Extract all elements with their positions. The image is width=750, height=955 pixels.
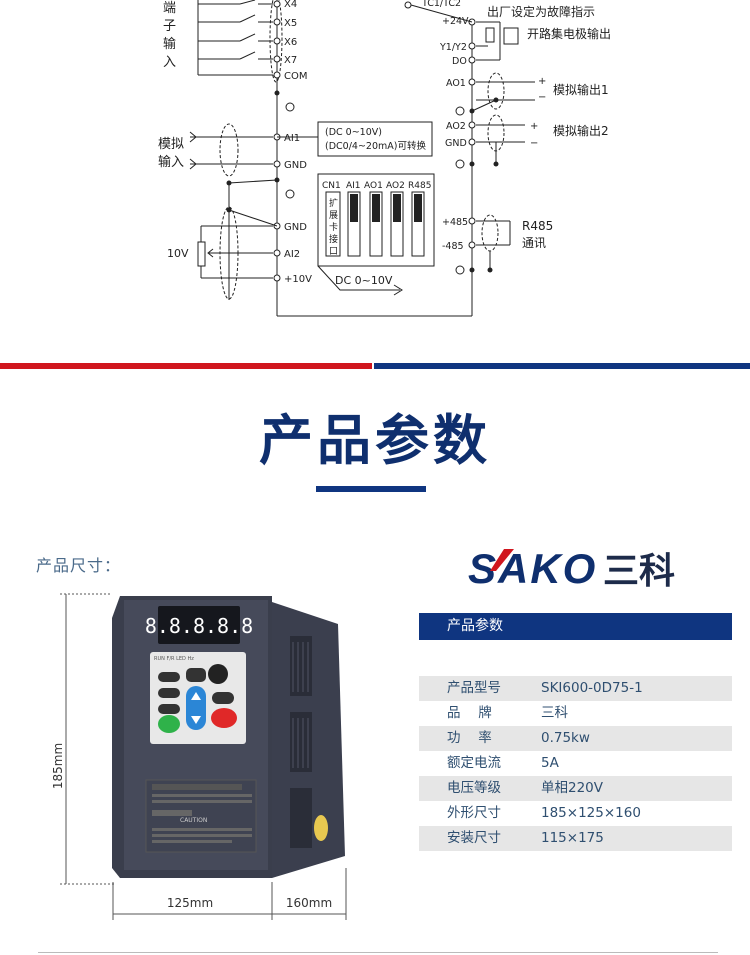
pot-label: 10V (167, 247, 189, 260)
terminal-10v: +10V (284, 274, 312, 285)
section-title: 产品参数 (259, 409, 491, 472)
row-value: 185×125×160 (541, 805, 641, 821)
spec-table-header: 产品参数 (419, 613, 732, 640)
wiring-diagram: X4 X5 X6 X7 COM AI1 GND GND AI2 +10V 端子输… (0, 0, 750, 340)
note-line2: (DC0/4~20mA)可转换 (325, 140, 426, 152)
terminal-do: DO (452, 56, 467, 67)
terminal-x4: X4 (284, 0, 297, 10)
svg-text:子: 子 (163, 19, 176, 34)
row-value: 0.75kw (541, 730, 590, 746)
row-key: 安装尺寸 (447, 830, 501, 846)
width-dimension: 125mm (167, 896, 213, 910)
svg-text:端: 端 (163, 1, 176, 16)
spec-table-title: 产品参数 (447, 618, 503, 634)
terminal-x5: X5 (284, 18, 297, 29)
terminal-x6: X6 (284, 37, 297, 48)
r485-label: R485 (522, 219, 553, 233)
table-row: 外形尺寸 185×125×160 (419, 801, 732, 826)
brand-logo: SAKO 三科 (468, 545, 708, 592)
row-value: 三科 (541, 705, 568, 721)
terminal-24v: +24V (442, 16, 469, 27)
brand-logo-text: SAKO (468, 545, 597, 590)
svg-text:模拟: 模拟 (158, 137, 184, 152)
terminal-ao1: AO1 (446, 78, 466, 89)
ao1-label: 模拟输出1 (553, 82, 609, 97)
height-dimension: 185mm (51, 743, 65, 789)
svg-text:扩: 扩 (329, 197, 338, 209)
row-key: 额定电流 (447, 755, 501, 771)
product-image: 185mm 125mm 160mm 8.8.8.8.8 RUN F/R LED … (40, 588, 360, 928)
terminal-x7: X7 (284, 55, 297, 66)
product-size-label: 产品尺寸： (36, 556, 122, 575)
table-row: 产品型号 SKI600-0D75-1 (419, 676, 732, 701)
terminal-y1y2: Y1/Y2 (439, 42, 467, 53)
svg-text:口: 口 (329, 247, 338, 257)
svg-text:输: 输 (163, 36, 176, 52)
comm-label: 通讯 (522, 236, 546, 250)
svg-text:入: 入 (163, 55, 176, 70)
dc-label: DC 0~10V (335, 274, 393, 287)
table-row: 功 率 0.75kw (419, 726, 732, 751)
row-key: 品 牌 (447, 705, 492, 721)
row-key: 外形尺寸 (447, 805, 501, 821)
divider-blue (374, 363, 750, 369)
terminal-ao2: AO2 (446, 121, 466, 132)
keypad-header: RUN F/R LED Hz (154, 656, 194, 662)
depth-dimension: 160mm (286, 896, 332, 910)
table-row: 电压等级 单相220V (419, 776, 732, 801)
row-value: 单相220V (541, 780, 604, 796)
terminal-gnd1: GND (284, 160, 307, 171)
row-key: 产品型号 (447, 680, 501, 696)
open-collector-label: 开路集电极输出 (527, 26, 611, 41)
brand-cn-text: 三科 (603, 551, 675, 590)
fault-label: 出厂设定为故障指示 (487, 4, 595, 19)
terminal-gnd-r: GND (445, 138, 467, 149)
svg-text:展: 展 (329, 210, 338, 221)
svg-text:接: 接 (329, 233, 338, 245)
table-row: 安装尺寸 115×175 (419, 826, 732, 851)
caution-label: CAUTION (180, 817, 207, 824)
ao2-plus: + (530, 121, 538, 132)
row-key: 功 率 (447, 730, 492, 746)
terminal-tc: TC1/TC2 (421, 0, 461, 9)
title-underline (316, 486, 426, 492)
terminal-ai1: AI1 (284, 133, 300, 144)
dip-ao2: AO2 (386, 181, 405, 191)
table-row: 额定电流 5A (419, 751, 732, 776)
terminal-com: COM (284, 71, 307, 82)
row-key: 电压等级 (447, 780, 501, 796)
dip-cn1: CN1 (322, 181, 341, 191)
row-value: 5A (541, 755, 559, 771)
dip-r485: R485 (408, 181, 431, 191)
bottom-divider (38, 952, 718, 953)
svg-text:输入: 输入 (158, 154, 184, 170)
row-value: SKI600-0D75-1 (541, 680, 643, 696)
svg-text:卡: 卡 (329, 221, 338, 233)
ao2-minus: − (530, 138, 538, 149)
ao1-plus: + (538, 76, 546, 87)
terminal-485n: -485 (442, 241, 464, 252)
table-row: 品 牌 三科 (419, 701, 732, 726)
note-line1: (DC 0~10V) (325, 127, 382, 138)
dip-ao1: AO1 (364, 181, 383, 191)
divider-red (0, 363, 372, 369)
dip-ai1: AI1 (346, 181, 361, 191)
spec-table: 产品型号 SKI600-0D75-1 品 牌 三科 功 率 0.75kw 额定电流 5A… (419, 676, 732, 851)
ao2-label: 模拟输出2 (553, 123, 609, 138)
led-display: 8.8.8.8.8 (145, 614, 253, 638)
row-value: 115×175 (541, 830, 604, 846)
terminal-gnd2: GND (284, 222, 307, 233)
terminal-485p: +485 (442, 217, 468, 228)
ao1-minus: − (538, 92, 546, 103)
terminal-ai2: AI2 (284, 249, 300, 260)
